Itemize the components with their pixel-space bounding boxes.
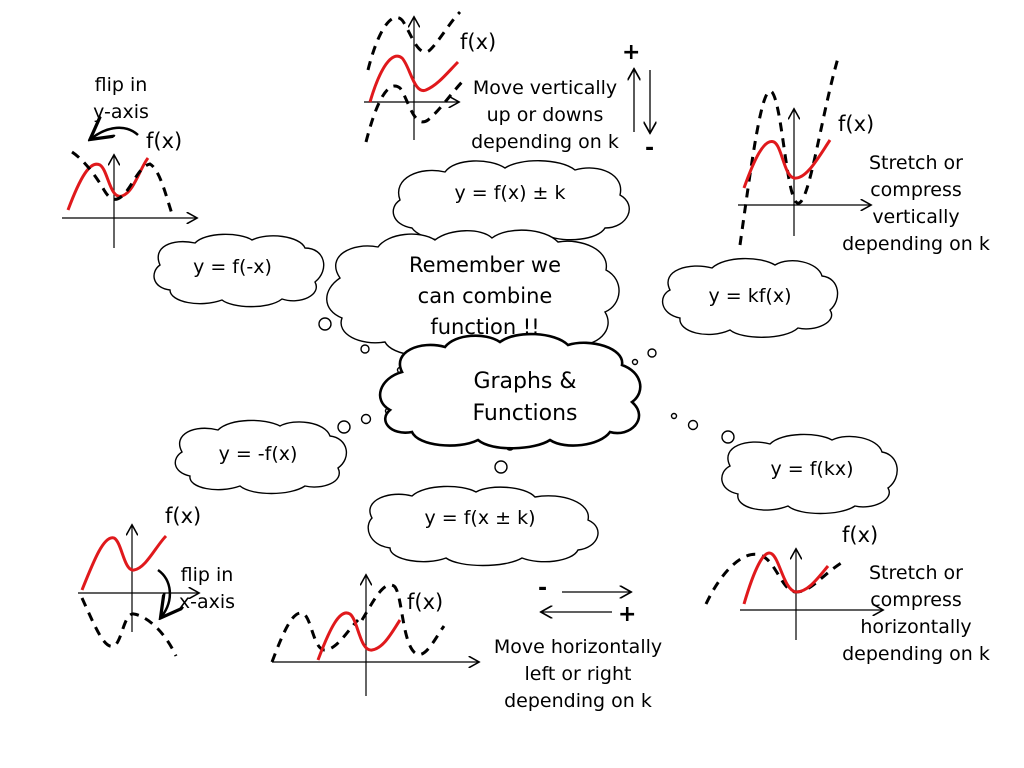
move-v-line-3: depending on k [471,131,619,153]
stretch-v-line-1: Stretch or [868,152,963,174]
plus-sign-horizontal: + [618,602,637,627]
flip-x-line-1: flip in [180,564,234,586]
move-vertical-caption: Move vertically up or downs depending on… [460,75,630,156]
move-v-line-2: up or downs [486,104,604,126]
cloud-stretch-v [661,257,839,338]
central-topic-line-2: Functions [472,401,578,426]
flip-x-caption: flip in x-axis [152,562,262,616]
stretch-h-line-4: depending on k [842,643,990,665]
remember-text: Remember we can combine function !! [370,250,600,343]
fx-label-stretch-h: f(x) [842,523,879,547]
cloud-vertical-label: y = f(x) ± k [454,182,566,204]
flip-x-line-2: x-axis [178,591,236,613]
fx-label-stretch-v: f(x) [838,112,875,136]
flip-y-line-1: flip in [94,74,148,96]
stretch-v-line-2: compress [870,179,962,201]
cloud-reflect-y [153,233,325,308]
plus-sign-vertical: + [622,40,641,65]
stretch-vertical-caption: Stretch or compress vertically depending… [826,150,1006,258]
stretch-h-line-1: Stretch or [868,562,963,584]
cloud-stretch-h-label: y = f(kx) [770,458,854,480]
horizontal-arrows [542,592,630,612]
cloud-stretch-h [721,433,898,515]
flip-y-line-2: y-axis [93,101,149,123]
move-v-line-1: Move vertically [472,77,618,99]
graph-stretch-v [738,57,870,246]
remember-line-2: can combine [417,284,553,308]
move-h-line-2: left or right [524,663,632,685]
vertical-arrows [634,70,650,132]
cloud-horizontal-label: y = f(x ± k) [424,507,536,529]
stretch-horizontal-caption: Stretch or compress horizontally dependi… [826,560,1006,668]
cloud-reflect-x [174,419,348,495]
minus-sign-horizontal: - [538,576,548,601]
cloud-reflect-x-label: y = -f(x) [218,443,298,465]
stretch-v-line-3: vertically [872,206,960,228]
graph-reflect-y [62,128,196,248]
remember-line-1: Remember we [408,253,562,277]
stretch-h-line-2: compress [870,589,962,611]
cloud-main [378,332,642,450]
graph-vertical-shift [364,10,464,143]
move-h-line-3: depending on k [504,690,652,712]
cloud-reflect-y-label: y = f(-x) [193,256,272,278]
central-topic: Graphs & Functions [420,366,630,430]
stretch-v-line-4: depending on k [842,233,990,255]
graph-stretch-h [704,550,882,640]
cloud-horizontal [367,485,599,567]
fx-label-reflect-y: f(x) [146,129,183,153]
remember-line-3: function !! [430,315,540,339]
fx-label-reflect-x: f(x) [165,504,202,528]
move-h-line-1: Move horizontally [493,636,663,658]
cloud-remember [326,229,620,359]
stretch-h-line-3: horizontally [860,616,972,638]
central-topic-line-1: Graphs & [473,369,577,394]
graph-reflect-x [78,526,198,657]
fx-label-horizontal: f(x) [407,590,444,614]
fx-label-vertical: f(x) [460,30,497,54]
move-horizontal-caption: Move horizontally left or right dependin… [478,634,678,715]
minus-sign-vertical: - [645,136,655,161]
graph-horizontal-shift [270,576,478,696]
flip-y-caption: flip in y-axis [66,72,176,126]
cloud-stretch-v-label: y = kf(x) [708,285,792,307]
